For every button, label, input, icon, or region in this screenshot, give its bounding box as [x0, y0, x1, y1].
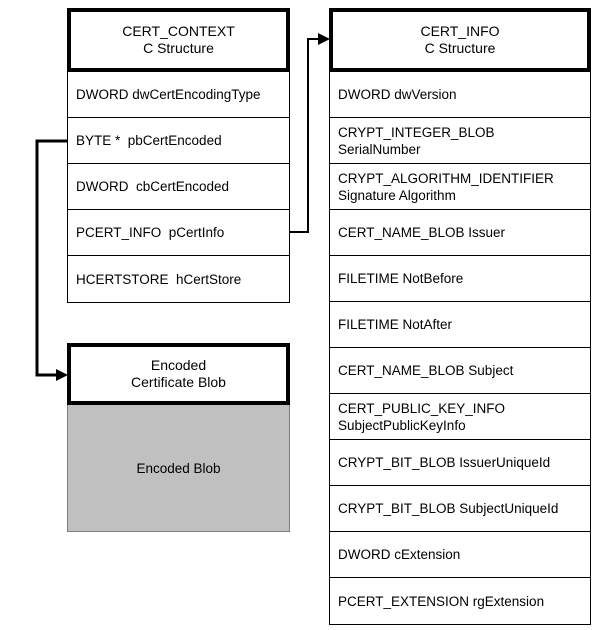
cert-context-header: CERT_CONTEXT C Structure: [67, 8, 290, 72]
field-notafter: FILETIME NotAfter: [330, 302, 590, 348]
pointer-arrow-pcertinfo: [290, 33, 330, 233]
field-cbcertencoded: DWORD cbCertEncoded: [68, 164, 289, 210]
field-rgextension: PCERT_EXTENSION rgExtension: [338, 593, 545, 609]
cert-info-header: CERT_INFO C Structure: [329, 8, 591, 72]
field-issueruniqueid: CRYPT_BIT_BLOB IssuerUniqueId: [330, 440, 590, 486]
cert-context-structure: CERT_CONTEXT C Structure DWORD dwCertEnc…: [67, 8, 290, 303]
cert-info-fields: DWORD dwVersion CRYPT_INTEGER_BLOB Seria…: [329, 72, 591, 625]
field-issuer: CERT_NAME_BLOB Issuer: [330, 210, 590, 256]
pointer-arrow-pbcertencoded: [35, 139, 68, 381]
cert-info-structure: CERT_INFO C Structure DWORD dwVersion CR…: [329, 8, 591, 625]
field-pbcertencoded: BYTE * pbCertEncoded: [68, 118, 289, 164]
encoded-blob-body: Encoded Blob: [67, 405, 290, 532]
field-hcertstore: HCERTSTORE hCertStore: [76, 271, 242, 287]
encoded-certificate-blob-header: Encoded Certificate Blob: [67, 343, 290, 405]
field-subjectuniqueid: CRYPT_BIT_BLOB SubjectUniqueId: [330, 486, 590, 532]
field-dwcertencodingtype: DWORD dwCertEncodingType: [68, 72, 289, 118]
field-serialnumber: CRYPT_INTEGER_BLOB SerialNumber: [330, 118, 590, 164]
cert-context-fields: DWORD dwCertEncodingType BYTE * pbCertEn…: [67, 72, 290, 303]
field-notbefore: FILETIME NotBefore: [330, 256, 590, 302]
field-pcertinfo: PCERT_INFO pCertInfo: [68, 210, 289, 256]
field-signature-algorithm: CRYPT_ALGORITHM_IDENTIFIER Signature Alg…: [330, 164, 590, 210]
field-cextension: DWORD cExtension: [330, 532, 590, 578]
field-dwversion: DWORD dwVersion: [330, 72, 590, 118]
field-subject: CERT_NAME_BLOB Subject: [330, 348, 590, 394]
field-subjectpublickeyinfo: CERT_PUBLIC_KEY_INFO SubjectPublicKeyInf…: [330, 394, 590, 440]
